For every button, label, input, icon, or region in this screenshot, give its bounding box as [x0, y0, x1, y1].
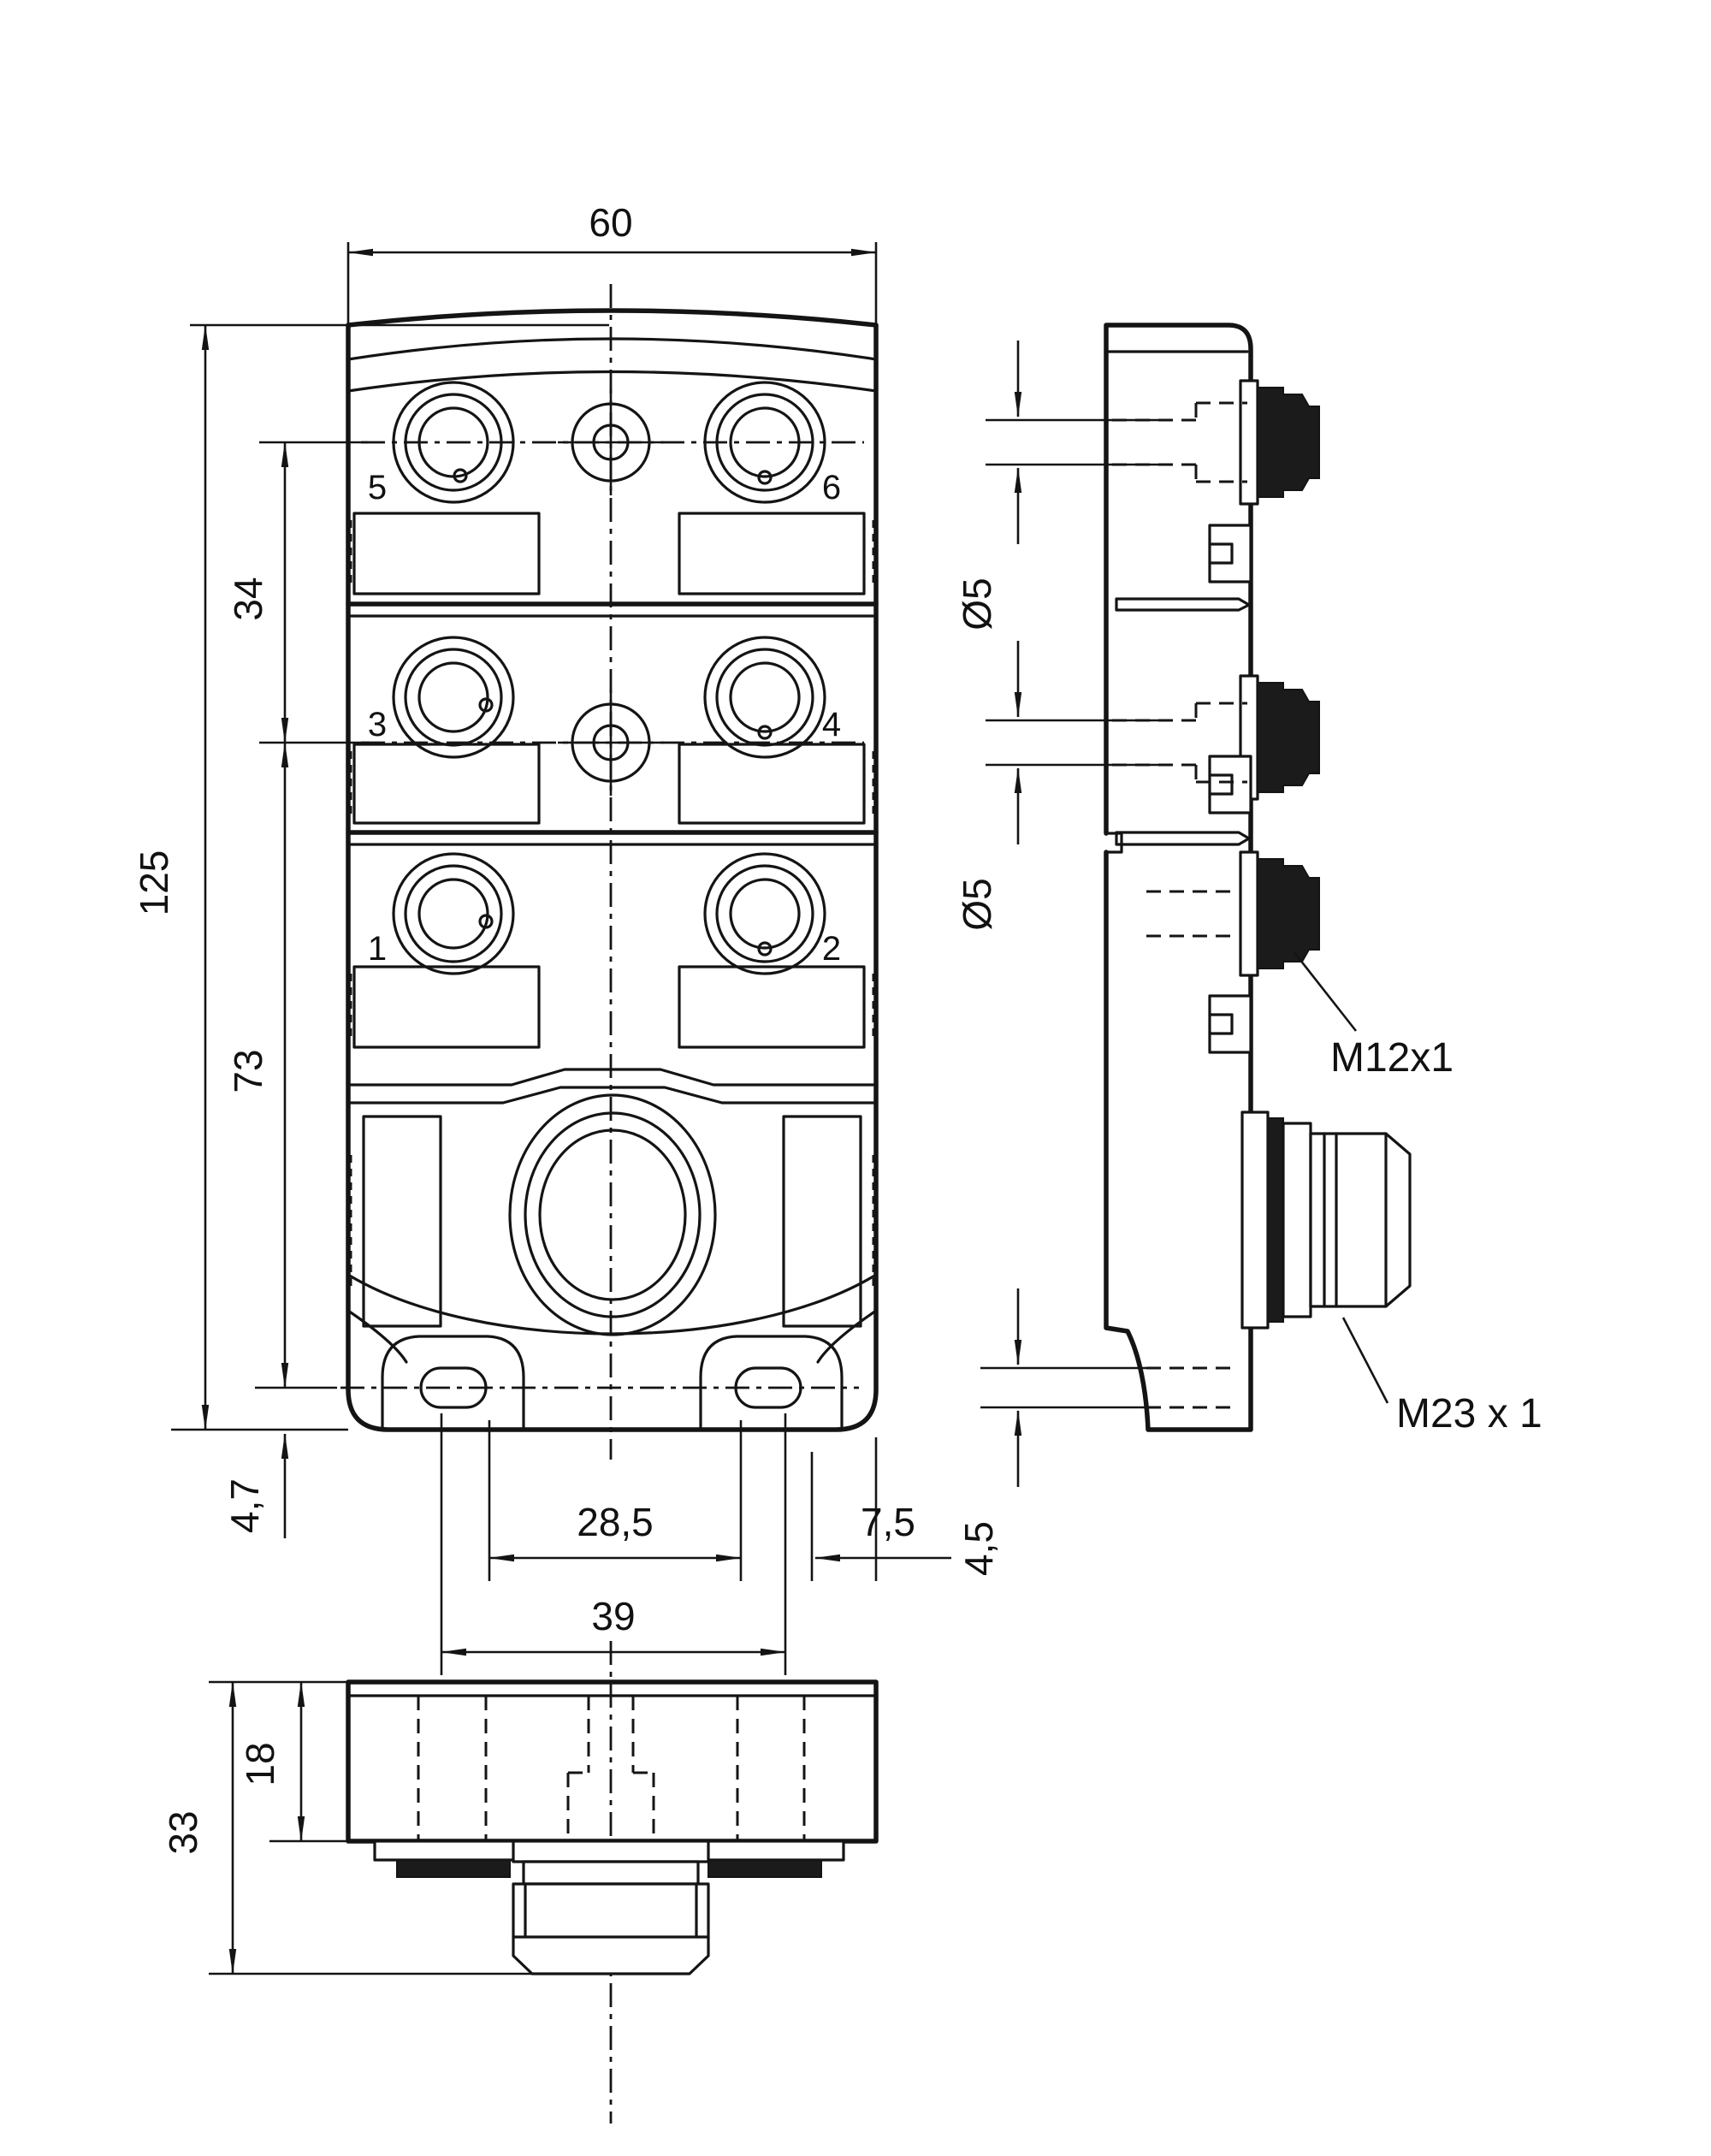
- bottom-dimensions: 18 33: [161, 1680, 548, 1975]
- window-c-right: [678, 965, 866, 1049]
- label-m12: M12x1: [1330, 1035, 1453, 1081]
- front-view: 5 6 3 4 1 2: [340, 284, 879, 1460]
- dim-width: 60: [589, 200, 632, 245]
- side-m23-connector: [1240, 1111, 1412, 1330]
- port-3: [392, 636, 515, 759]
- port-2: [703, 852, 826, 975]
- dim-slot-height: 4,5: [956, 1521, 1001, 1576]
- window-edge-dashes: [349, 520, 875, 1288]
- port-label-1: 1: [368, 930, 387, 968]
- side-groove-2: [1115, 831, 1251, 846]
- port-4: [703, 636, 826, 759]
- m12-leader: [1292, 951, 1358, 1032]
- dim-height: 125: [132, 850, 176, 916]
- side-m12-stubs: [1239, 379, 1320, 977]
- section-dividers: [346, 601, 879, 846]
- window-b-left: [352, 743, 541, 825]
- bottom-m23-connector: [512, 1839, 710, 1975]
- window-a-left: [352, 512, 541, 595]
- clip-b: [1208, 755, 1252, 814]
- front-dimensions: 60 125 34 73 4,7 28,5 7,5 39: [132, 200, 951, 1675]
- m12-stub-c: [1239, 850, 1320, 977]
- label-windows: [352, 512, 866, 1328]
- side-dimensions: Ø5 Ø5 4,5: [955, 341, 1170, 1576]
- slot-left: [419, 1366, 488, 1409]
- window-side-left: [362, 1115, 442, 1328]
- port-label-6: 6: [822, 469, 841, 506]
- m12-stub-a: [1239, 379, 1320, 506]
- dim-hole-spacing: 34: [226, 577, 270, 620]
- side-outline-top: [1104, 323, 1253, 1115]
- port-label-5: 5: [368, 469, 387, 506]
- port-1: [392, 852, 515, 975]
- port-label-2: 2: [822, 930, 841, 968]
- bottom-outline: [346, 1679, 879, 1844]
- side-outline-bottom: [1104, 850, 1253, 1432]
- dim-body-height: 18: [238, 1742, 282, 1786]
- dim-total-height: 33: [161, 1810, 205, 1854]
- dim-slot-to-edge: 7,5: [861, 1500, 915, 1544]
- bottom-view: [346, 1641, 879, 2123]
- m12-ports: [392, 381, 826, 975]
- clip-c: [1208, 994, 1252, 1054]
- side-view: M12x1 M23 x 1: [1104, 323, 1542, 1436]
- dim-slot-outer: 39: [591, 1594, 635, 1638]
- dim-hole-dia-top: Ø5: [955, 578, 999, 630]
- port-label-3: 3: [368, 706, 387, 743]
- window-c-left: [352, 965, 541, 1049]
- port-5: [392, 381, 515, 504]
- side-left-notch: [1104, 832, 1123, 854]
- m23-socket: [508, 1093, 717, 1336]
- mounting-hole-top: [558, 389, 664, 495]
- dim-slot-to-bottom: 4,7: [222, 1478, 267, 1533]
- window-a-right: [678, 512, 866, 595]
- dim-hole-dia-mid: Ø5: [955, 878, 999, 930]
- window-b-right: [678, 743, 866, 825]
- mounting-hole-mid: [558, 690, 664, 796]
- m12-stub-b: [1239, 674, 1320, 801]
- m23-leader: [1341, 1317, 1389, 1404]
- dim-slot-inner: 28,5: [577, 1500, 654, 1544]
- window-side-right: [782, 1115, 862, 1328]
- mounting-slots: [381, 1335, 844, 1431]
- dim-hole-to-slot: 73: [226, 1049, 270, 1093]
- side-groove-1: [1115, 597, 1251, 612]
- bottom-hidden-lines: [417, 1696, 806, 1841]
- front-top-arc-inner1: [346, 337, 878, 361]
- clip-a: [1208, 524, 1252, 583]
- port-6: [703, 381, 826, 504]
- bottom-m12-stubs: [373, 1839, 845, 1878]
- port-label-4: 4: [822, 706, 841, 743]
- side-window-clips: [1208, 524, 1252, 1054]
- slot-right: [734, 1366, 802, 1409]
- label-m23: M23 x 1: [1396, 1391, 1542, 1436]
